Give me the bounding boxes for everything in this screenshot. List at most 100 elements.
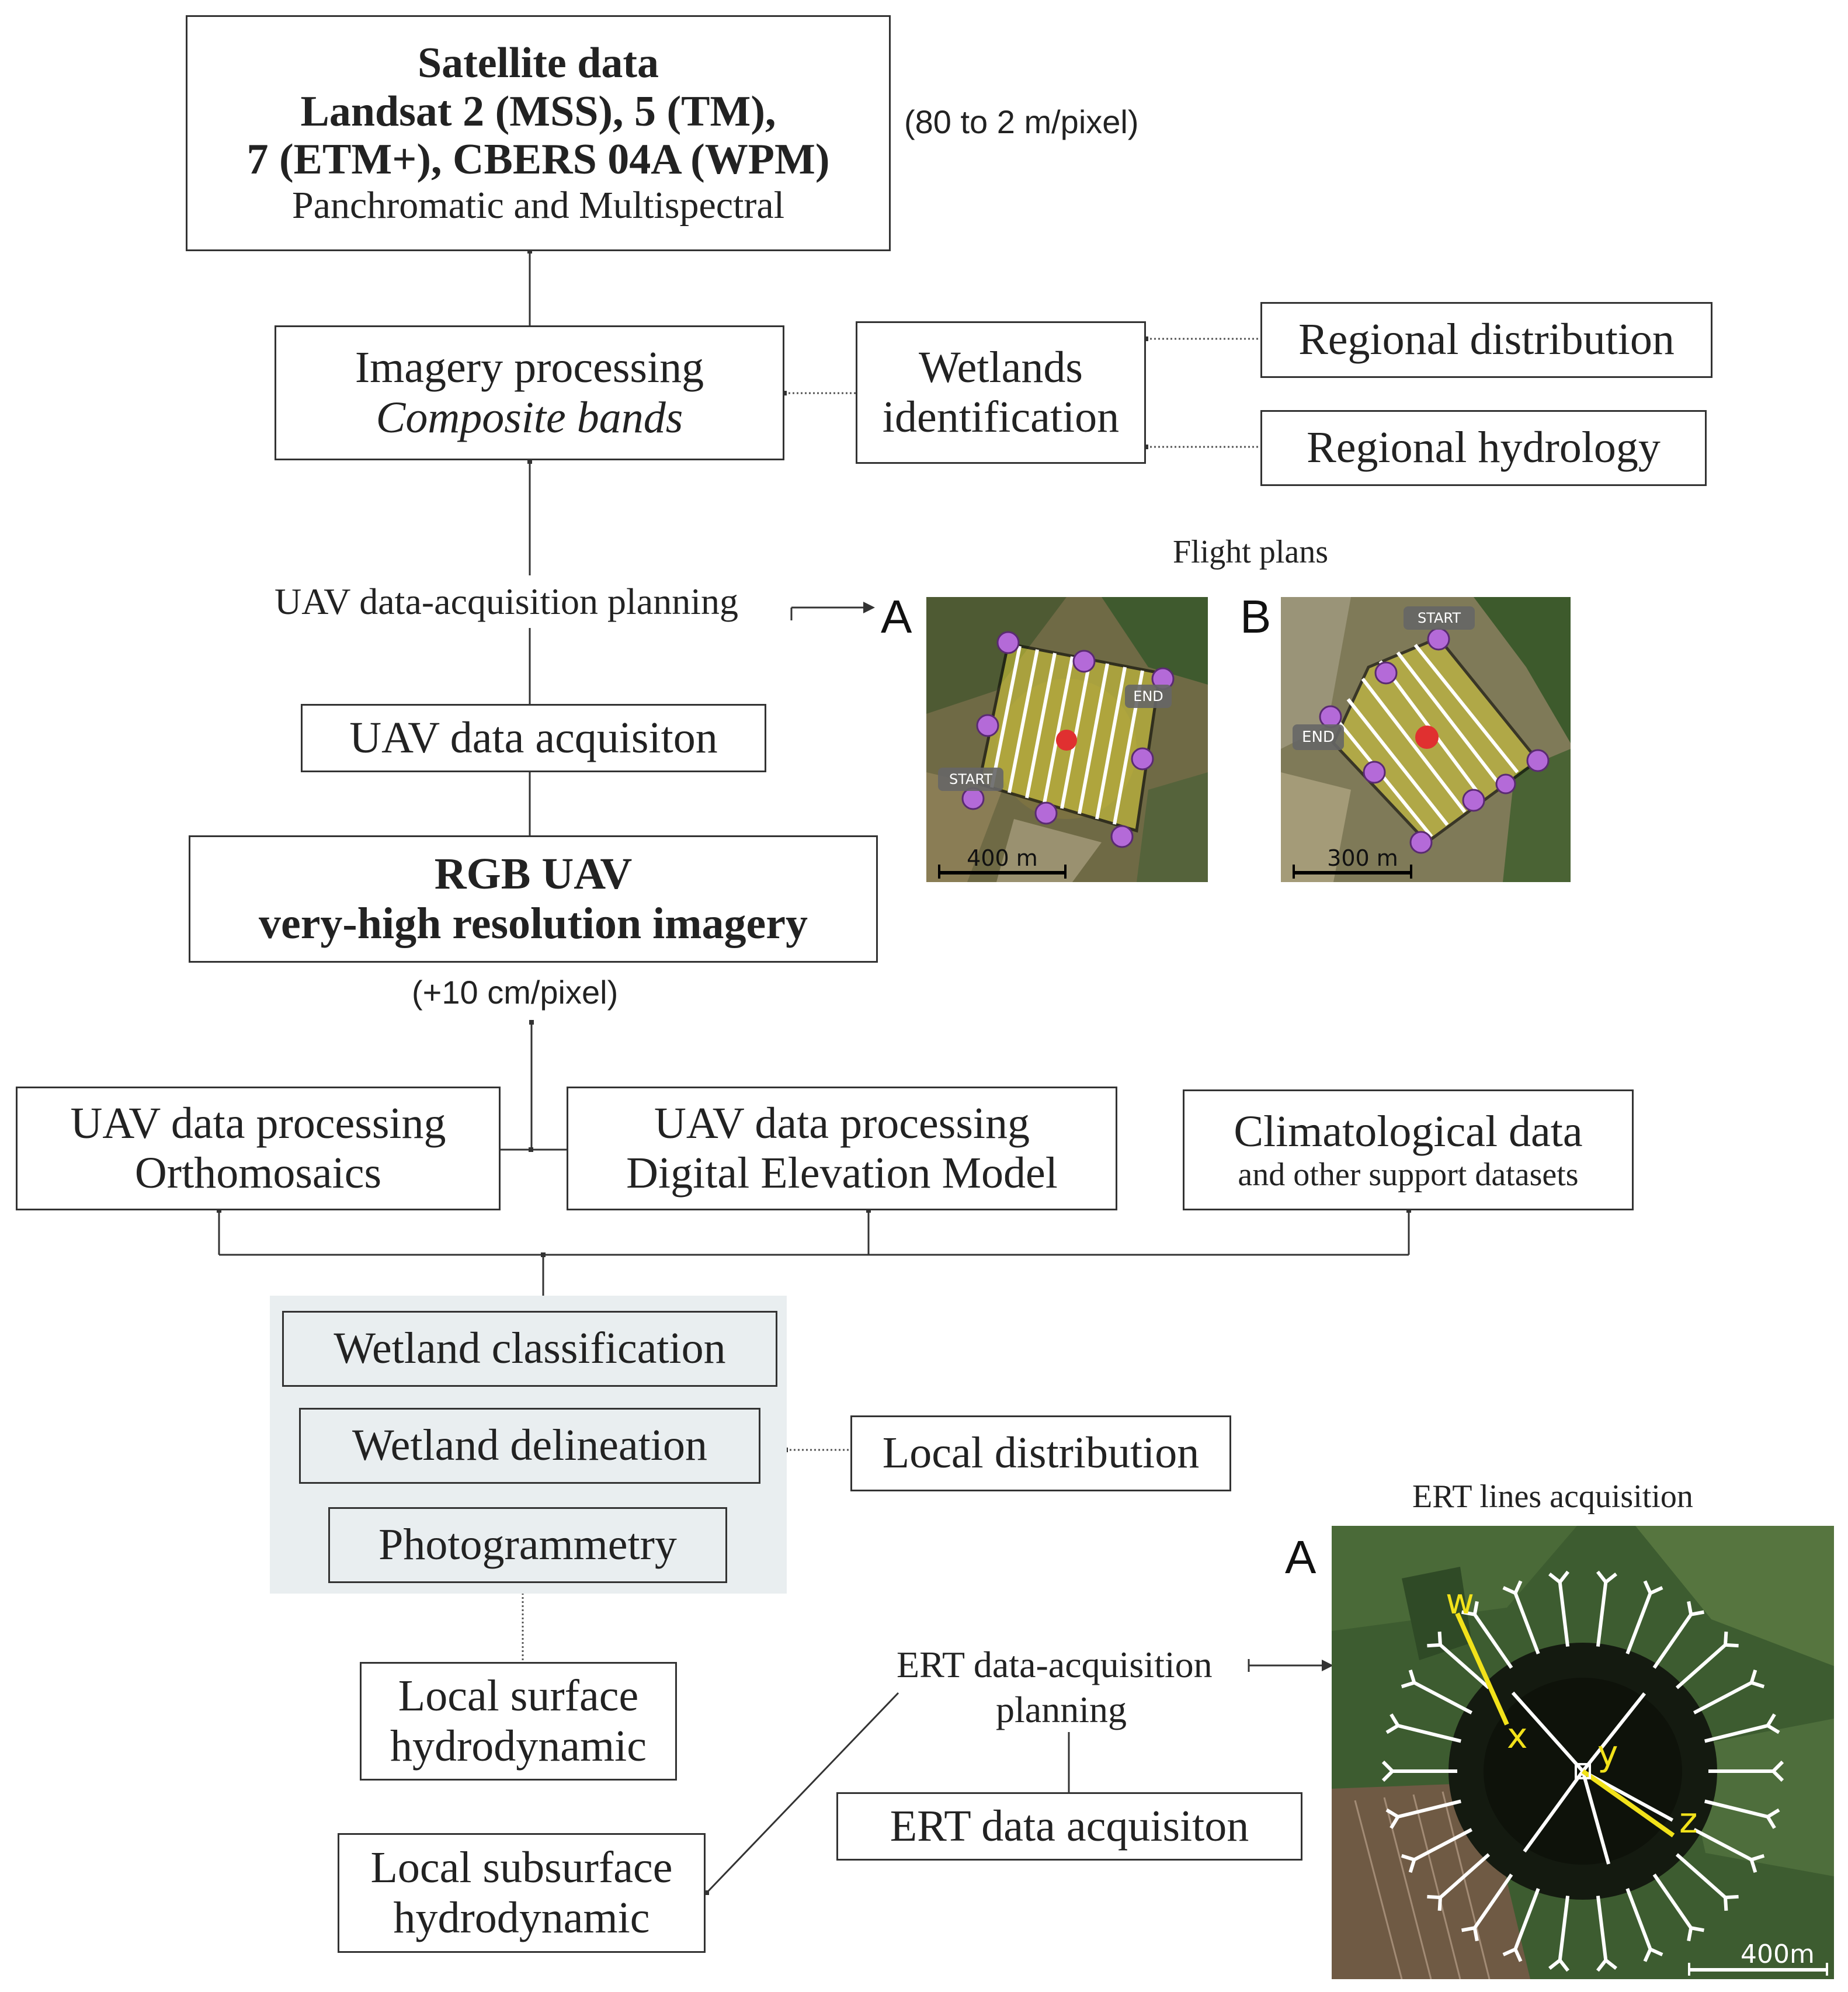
flight-plan-b-map: START END 300 m [1281, 597, 1571, 882]
ert-line-arrow-tail [1765, 1808, 1780, 1829]
ert-lines-map: w x y z 400m [1332, 1526, 1834, 1979]
ert-line-arrow-tail [1687, 1925, 1704, 1942]
ert-acquisition-label: ERT data acquisiton [890, 1801, 1249, 1851]
uav-dem-box: UAV data processing Digital Elevation Mo… [567, 1087, 1117, 1210]
flight-plan-a-end: END [1133, 688, 1163, 705]
ert-line-arrow-tail [1385, 1808, 1401, 1829]
ert-line-arrow [1411, 1828, 1473, 1863]
ert-line-arrow-tail [1749, 1854, 1765, 1873]
ert-line-arrow-tail [1643, 1580, 1663, 1596]
climatological-label-2: and other support datasets [1238, 1156, 1579, 1193]
ert-acquisition-box: ERT data acquisiton [836, 1792, 1302, 1861]
ert-line-arrow [1693, 1828, 1755, 1863]
composite-bands-label: Composite bands [376, 393, 683, 442]
local-surface-label-1: Local surface [398, 1671, 639, 1721]
wetland-delineation-box: Wetland delineation [299, 1408, 760, 1484]
ert-line-arrow-tail [1381, 1760, 1395, 1782]
ert-line-arrow-tail [1427, 1894, 1443, 1911]
photogrammetry-label: Photogrammetry [378, 1520, 677, 1570]
ert-label-y: y [1597, 1733, 1618, 1774]
ert-lines-letter: A [1285, 1531, 1316, 1583]
uav-dem-label-1: UAV data processing [654, 1098, 1030, 1148]
ert-line-arrow [1395, 1799, 1461, 1819]
ert-line-arrow [1675, 1853, 1728, 1901]
local-subsurface-box: Local subsurface hydrodynamic [338, 1833, 706, 1953]
rgb-uav-subtitle: very-high resolution imagery [258, 899, 808, 948]
ert-line-arrow [1652, 1873, 1694, 1931]
ert-line-arrow [1437, 1642, 1491, 1689]
ert-line-arrow [1558, 1580, 1570, 1647]
ert-inner-line [1581, 1692, 1646, 1772]
climatological-label-1: Climatological data [1234, 1106, 1583, 1156]
regional-distribution-box: Regional distribution [1260, 302, 1712, 378]
ert-planning-label-2: planning [996, 1689, 1127, 1730]
ert-line-arrow [1437, 1853, 1491, 1901]
ert-line-arrow-tail [1401, 1670, 1417, 1689]
ert-line-arrow [1472, 1873, 1513, 1931]
flight-plans-title: Flight plans [1173, 534, 1329, 570]
flight-plan-a-letter: A [881, 591, 912, 643]
ert-line-arrow-tail [1548, 1570, 1570, 1585]
uav-ortho-label-2: Orthomosaics [134, 1148, 382, 1198]
ert-planning-label-1: ERT data-acquisition [897, 1644, 1213, 1685]
ert-line-arrow [1596, 1896, 1608, 1963]
rgb-uav-box: RGB UAV very-high resolution imagery [189, 835, 878, 963]
ert-line-arrow [1704, 1723, 1771, 1743]
uav-acquisition-label: UAV data acquisiton [349, 713, 718, 762]
uav-acquisition-box: UAV data acquisiton [301, 704, 766, 772]
ert-line-arrow [1513, 1887, 1540, 1952]
flight-plan-b-letter: B [1240, 591, 1272, 643]
satellite-line-3: 7 (ETM+), CBERS 04A (WPM) [246, 136, 830, 184]
identification-label: identification [882, 393, 1120, 442]
local-subsurface-label-2: hydrodynamic [393, 1893, 650, 1942]
ert-line-arrow-tail [1385, 1713, 1401, 1734]
flight-plan-b-scale: 300 m [1327, 845, 1398, 871]
ert-line-arrow [1558, 1896, 1570, 1963]
wetland-delineation-label: Wetland delineation [352, 1421, 707, 1470]
ert-inner-line [1511, 1691, 1585, 1772]
wetlands-identification-box: Wetlands identification [856, 321, 1146, 464]
ert-line-arrow-tail [1427, 1632, 1443, 1648]
flight-plan-a-map: END START 400 m [926, 597, 1208, 882]
satellite-resolution: (80 to 2 m/pixel) [904, 103, 1139, 140]
ert-line-arrow [1395, 1723, 1461, 1743]
satellite-data-box: Satellite data Landsat 2 (MSS), 5 (TM), … [186, 15, 891, 251]
regional-hydrology-label: Regional hydrology [1307, 423, 1661, 473]
ert-line-arrow [1625, 1590, 1653, 1655]
rgb-uav-resolution: (+10 cm/pixel) [412, 974, 619, 1011]
wetland-classification-box: Wetland classification [282, 1311, 777, 1387]
ert-line-arrow [1652, 1611, 1694, 1669]
ert-line-arrow [1704, 1799, 1771, 1819]
ert-line-arrow-tail [1643, 1946, 1663, 1962]
rgb-uav-title: RGB UAV [434, 849, 633, 898]
ert-line-arrow-tail [1596, 1958, 1617, 1972]
photogrammetry-box: Photogrammetry [328, 1507, 727, 1583]
regional-distribution-label: Regional distribution [1298, 315, 1675, 365]
flight-plan-b-end: END [1302, 728, 1335, 746]
ert-line-arrow [1675, 1642, 1728, 1689]
ert-line-arrow [1693, 1679, 1755, 1715]
local-distribution-box: Local distribution [850, 1415, 1231, 1491]
ert-line-arrow-tail [1548, 1958, 1570, 1972]
satellite-title: Satellite data [417, 39, 659, 87]
ert-lines-title: ERT lines acquisition [1412, 1479, 1693, 1515]
imagery-processing-box: Imagery processing Composite bands [275, 325, 784, 460]
ert-line-arrow-tail [1596, 1570, 1617, 1585]
ert-inner-line [1581, 1771, 1611, 1865]
wetland-classification-label: Wetland classification [334, 1324, 726, 1373]
uav-ortho-label-1: UAV data processing [70, 1098, 446, 1148]
ert-scale-label: 400m [1741, 1939, 1815, 1969]
flight-plan-a-scale: 400 m [967, 845, 1038, 871]
ert-line-arrow-tail [1770, 1760, 1784, 1782]
ert-line-arrow-tail [1765, 1713, 1780, 1734]
ert-inner-line [1523, 1770, 1585, 1853]
ert-line-arrow-tail [1687, 1601, 1704, 1617]
ert-label-w: w [1446, 1581, 1474, 1622]
local-surface-label-2: hydrodynamic [390, 1721, 647, 1771]
ert-line-arrow [1596, 1580, 1608, 1647]
ert-line-arrow-tail [1502, 1946, 1523, 1962]
ert-line-arrow-tail [1461, 1601, 1479, 1617]
local-surface-box: Local surface hydrodynamic [360, 1662, 677, 1781]
local-subsurface-label-1: Local subsurface [370, 1843, 673, 1893]
satellite-line-2: Landsat 2 (MSS), 5 (TM), [300, 87, 776, 136]
